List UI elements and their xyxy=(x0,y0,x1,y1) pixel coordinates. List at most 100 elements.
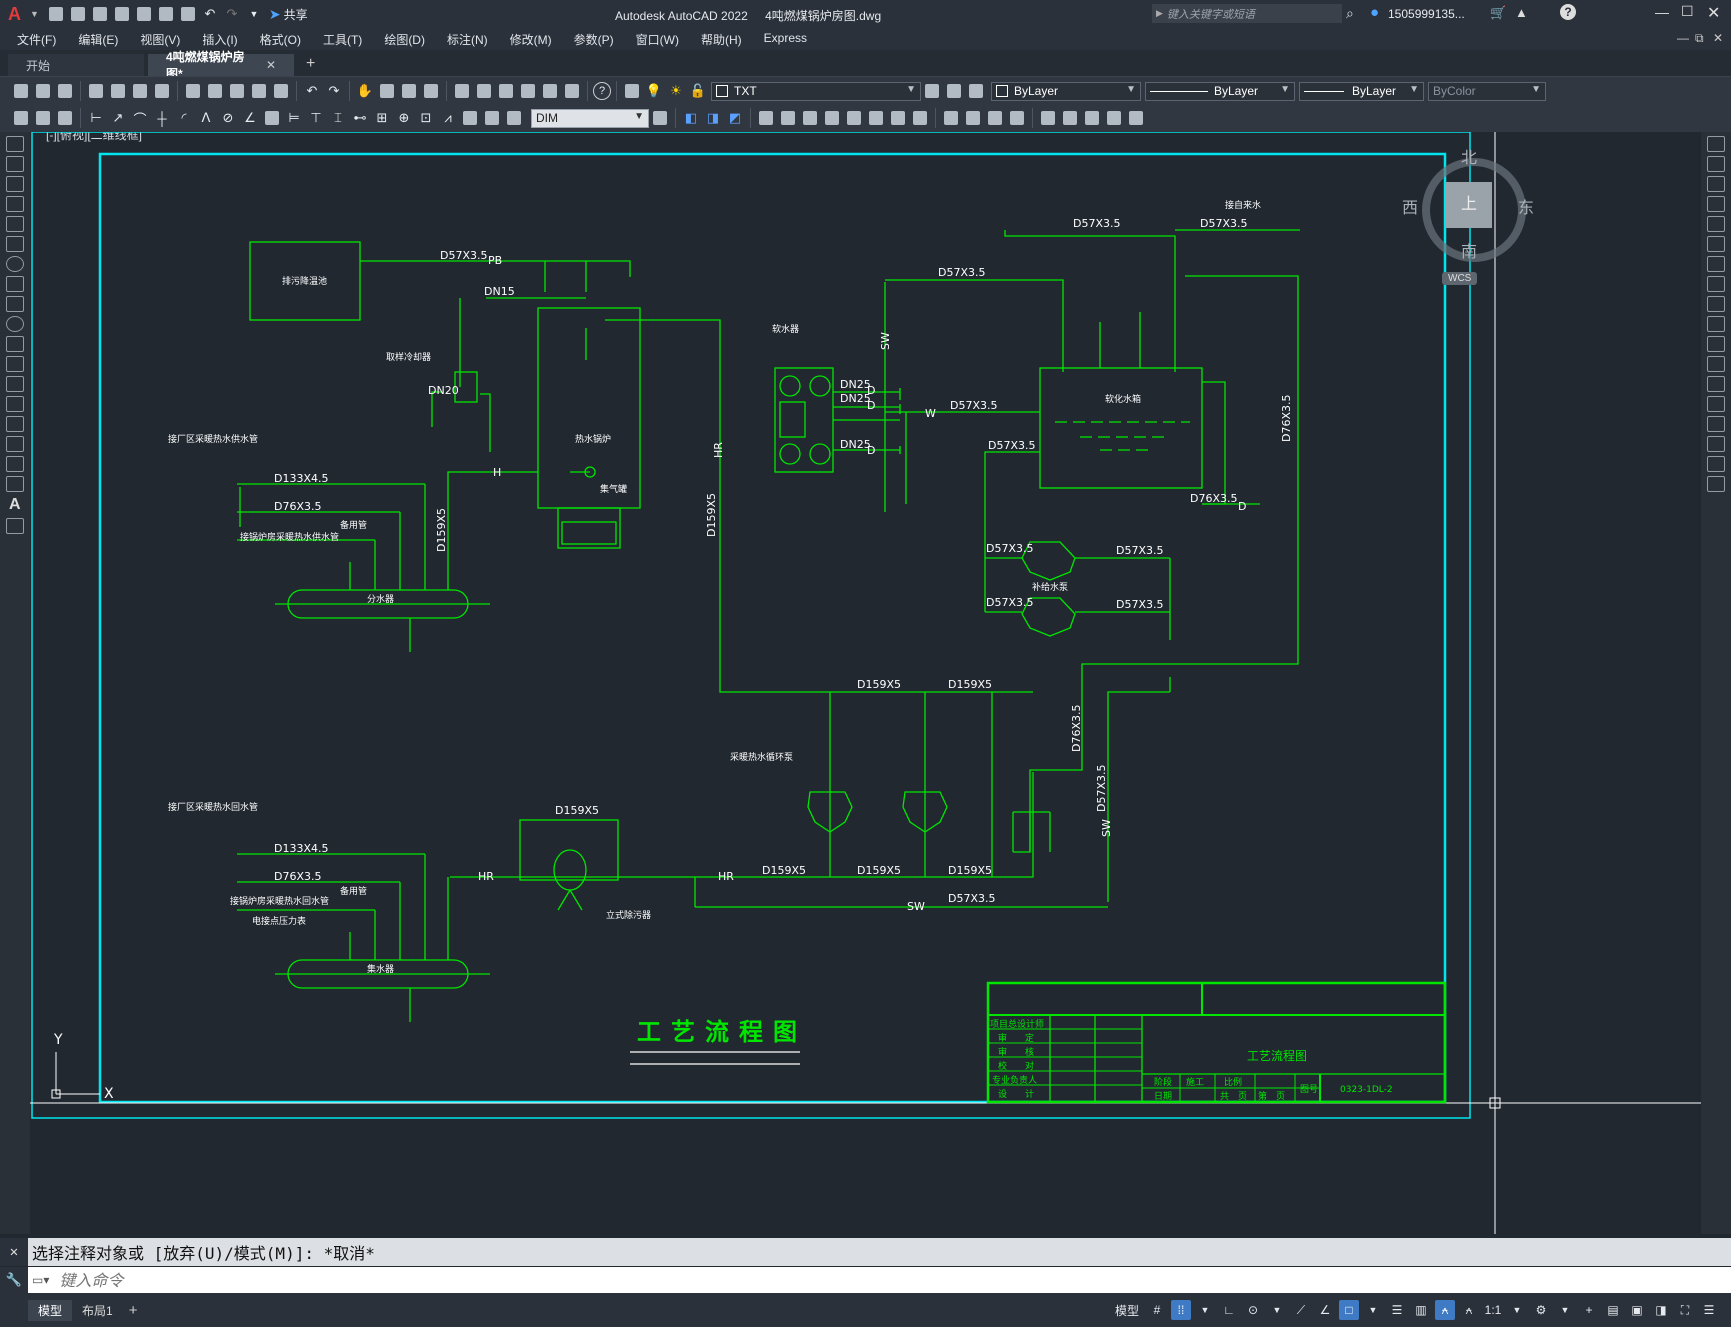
dimstyle-dropdown[interactable]: DIM ▼ xyxy=(531,108,649,128)
dim-aligned-icon[interactable]: ↗ xyxy=(112,110,124,125)
autodesk-app-icon[interactable]: ▲ xyxy=(1515,5,1528,20)
dimstyle-manager-icon[interactable] xyxy=(650,108,670,128)
copy-object-icon[interactable] xyxy=(1707,156,1725,172)
tool-a-icon[interactable] xyxy=(11,108,31,128)
gradient-icon[interactable] xyxy=(6,436,24,452)
menu-item[interactable]: Express xyxy=(763,30,808,45)
menu-item[interactable]: 插入(I) xyxy=(202,32,238,47)
modify-20-icon[interactable] xyxy=(1126,108,1146,128)
paste-icon[interactable] xyxy=(227,81,247,101)
search-icon[interactable]: ⌕ xyxy=(1346,5,1354,21)
construction-line-icon[interactable] xyxy=(6,156,24,172)
snap-menu-icon[interactable]: ▼ xyxy=(1200,1305,1210,1315)
undo-icon[interactable]: ↶ xyxy=(204,6,216,21)
modify-10-icon[interactable] xyxy=(888,108,908,128)
user-name[interactable]: 1505999135... xyxy=(1388,7,1465,21)
blend-icon[interactable] xyxy=(1707,456,1725,472)
tool-b-icon[interactable] xyxy=(33,108,53,128)
tool-c-icon[interactable] xyxy=(55,108,75,128)
isolate-objects-icon[interactable]: ◨ xyxy=(1655,1303,1667,1317)
user-icon[interactable]: ● xyxy=(1370,4,1380,21)
layer-dropdown[interactable]: TXT ▼ xyxy=(711,81,921,101)
customization-icon[interactable]: ☰ xyxy=(1703,1303,1715,1317)
table-icon[interactable] xyxy=(6,476,24,492)
grid-icon[interactable]: # xyxy=(1153,1303,1161,1317)
open-file-icon[interactable] xyxy=(68,4,88,24)
dim-break-icon[interactable]: ⊷ xyxy=(353,110,367,125)
3d-print-icon[interactable] xyxy=(152,81,172,101)
dim-edit-icon[interactable] xyxy=(460,108,480,128)
snap-icon[interactable]: ⁞⁞ xyxy=(1171,1300,1191,1320)
new-file-icon[interactable] xyxy=(46,4,66,24)
mirror-icon[interactable] xyxy=(1707,176,1725,192)
preview-icon[interactable] xyxy=(108,81,128,101)
viewcube-top-face[interactable]: 上 xyxy=(1446,182,1492,228)
offset-icon[interactable] xyxy=(1707,196,1725,212)
print-icon[interactable] xyxy=(86,81,106,101)
menu-item[interactable]: 参数(P) xyxy=(573,32,614,47)
tool-palettes-icon[interactable] xyxy=(496,81,516,101)
modify-15-icon[interactable] xyxy=(1007,108,1027,128)
quick-properties-icon[interactable]: ▣ xyxy=(1631,1303,1643,1317)
dim-baseline-icon[interactable]: ⊨ xyxy=(288,110,300,125)
ellipse-arc-icon[interactable] xyxy=(6,336,24,352)
modify-11-icon[interactable] xyxy=(910,108,930,128)
polyline-icon[interactable] xyxy=(6,176,24,192)
modify-17-icon[interactable] xyxy=(1060,108,1080,128)
circle-icon[interactable] xyxy=(6,256,24,272)
menu-item[interactable]: 格式(O) xyxy=(259,32,301,47)
units-icon[interactable]: ▤ xyxy=(1607,1303,1619,1317)
linetype-dropdown[interactable]: ByLayer ▼ xyxy=(1145,81,1295,101)
layer-unlock-icon[interactable]: 🔓 xyxy=(689,83,707,98)
command-close-icon[interactable]: ✕ xyxy=(0,1238,28,1266)
add-selected-icon[interactable] xyxy=(6,518,24,534)
app-menu-chevron-icon[interactable]: ▼ xyxy=(30,9,39,19)
fillet-icon[interactable] xyxy=(1707,436,1725,452)
dim-space-icon[interactable]: ⌶ xyxy=(334,110,342,125)
move-icon[interactable] xyxy=(1707,236,1725,252)
viewcube-west[interactable]: 西 xyxy=(1402,200,1419,217)
layer-manager-icon[interactable] xyxy=(622,81,642,101)
save-icon[interactable] xyxy=(90,4,110,24)
qnew-icon[interactable] xyxy=(11,81,31,101)
match-prop-icon[interactable] xyxy=(249,81,269,101)
undo-tool-icon[interactable]: ↶ xyxy=(306,83,318,98)
dim-ordinate-icon[interactable]: ┼ xyxy=(157,110,167,126)
design-center-icon[interactable] xyxy=(474,81,494,101)
qsave-icon[interactable] xyxy=(55,81,75,101)
annotation-visibility-icon[interactable]: ⍲ xyxy=(1435,1300,1455,1320)
modify-6-icon[interactable] xyxy=(800,108,820,128)
wcs-menu[interactable]: WCS xyxy=(1442,272,1478,285)
make-current-icon[interactable] xyxy=(922,81,942,101)
trim-icon[interactable] xyxy=(1707,316,1725,332)
clean-screen-icon[interactable]: ⛶ xyxy=(1680,1302,1690,1317)
menu-item[interactable]: 视图(V) xyxy=(140,32,181,47)
polar-icon[interactable]: ⊙ xyxy=(1247,1303,1259,1317)
tab-start[interactable]: 开始 xyxy=(8,54,144,76)
doc-close-icon[interactable]: ✕ xyxy=(1713,31,1724,45)
help-icon[interactable]: ? xyxy=(1560,4,1576,20)
region-icon[interactable] xyxy=(6,456,24,472)
quick-access-more-icon[interactable]: ▼ xyxy=(249,9,259,19)
annotation-monitor-icon[interactable]: + xyxy=(1585,1303,1593,1317)
tab-close-icon[interactable]: ✕ xyxy=(265,58,276,72)
make-block-icon[interactable] xyxy=(6,376,24,392)
modify-18-icon[interactable] xyxy=(1082,108,1102,128)
tolerance-icon[interactable]: ⊞ xyxy=(376,110,388,125)
markup-icon[interactable] xyxy=(540,81,560,101)
maximize-icon[interactable]: ☐ xyxy=(1681,3,1694,19)
osnap-tracking-icon[interactable]: ∠ xyxy=(1319,1303,1331,1317)
osnap-icon[interactable]: □ xyxy=(1339,1300,1359,1320)
new-tab-button[interactable]: + xyxy=(306,55,316,72)
menu-item[interactable]: 工具(T) xyxy=(322,32,363,47)
properties-icon[interactable] xyxy=(452,81,472,101)
dim-angular-icon[interactable]: ∠ xyxy=(244,110,256,125)
spline-icon[interactable] xyxy=(6,296,24,312)
modify-4-icon[interactable] xyxy=(756,108,776,128)
point-icon[interactable] xyxy=(6,396,24,412)
save-as-icon[interactable] xyxy=(112,4,132,24)
add-layout-icon[interactable]: + xyxy=(128,1301,138,1319)
modify-9-icon[interactable] xyxy=(866,108,886,128)
scale-menu-icon[interactable]: ▼ xyxy=(1512,1305,1522,1315)
ellipse-icon[interactable] xyxy=(6,316,24,332)
